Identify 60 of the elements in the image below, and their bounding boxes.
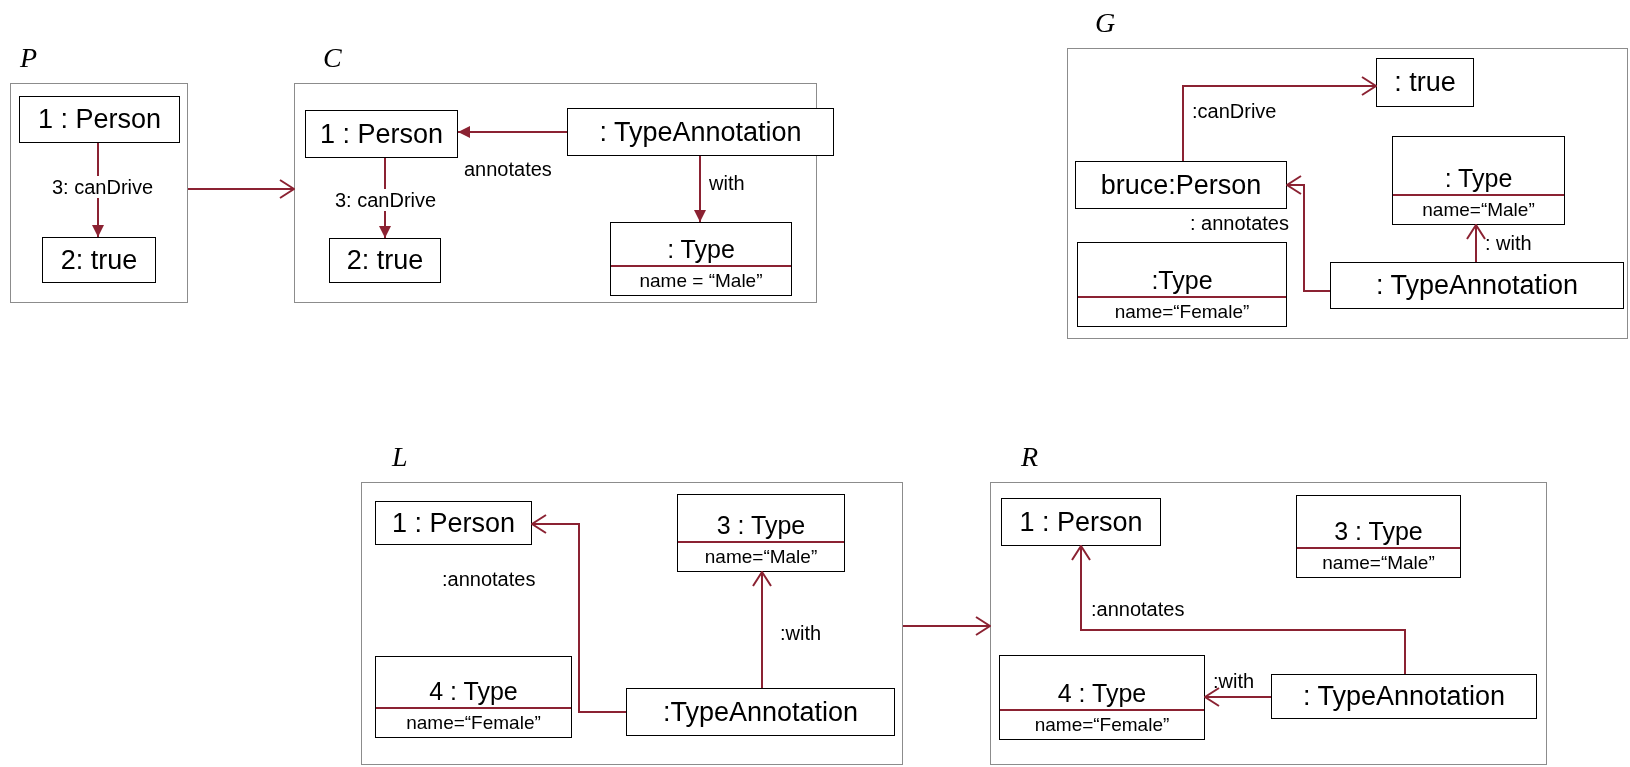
attribute-text: name=“Female” — [405, 711, 542, 736]
object-box: : true — [1376, 58, 1474, 107]
class-object-box — [677, 494, 845, 572]
edge-label: : annotates — [1189, 212, 1290, 234]
class-object-box — [999, 655, 1205, 740]
edge-label: :annotates — [441, 568, 537, 590]
object-box: 1 : Person — [305, 110, 458, 158]
edge-label: :canDrive — [1191, 100, 1278, 122]
attribute-text: name=“Male” — [703, 545, 819, 570]
object-box: 2: true — [42, 237, 156, 283]
class-object-box — [610, 222, 792, 296]
object-box: 1 : Person — [375, 501, 532, 545]
object-box: : TypeAnnotation — [1330, 262, 1624, 309]
attribute-text: name=“Female” — [1033, 713, 1171, 738]
object-name: 4 : Type — [376, 657, 571, 710]
object-name: : Type — [1393, 137, 1564, 197]
frame-title: G — [1095, 9, 1116, 37]
frame-title: L — [392, 443, 408, 471]
edge-label: :with — [1212, 670, 1256, 692]
object-name: 3 : Type — [678, 495, 844, 544]
object-box: : TypeAnnotation — [567, 108, 834, 156]
association-arrow — [902, 616, 991, 636]
association-arrow — [1071, 545, 1406, 675]
frame-title: C — [323, 44, 342, 72]
object-name: : Type — [611, 223, 791, 268]
object-name: 4 : Type — [1000, 656, 1204, 712]
association-arrow — [1204, 687, 1272, 707]
attribute-text: name=“Male” — [1321, 551, 1436, 576]
association-arrow — [1182, 76, 1377, 162]
class-object-box — [1077, 242, 1287, 327]
edge-label: : with — [1484, 232, 1533, 254]
class-object-box — [1392, 136, 1565, 225]
object-box: : TypeAnnotation — [1271, 674, 1537, 719]
attribute-text: name=“Female” — [1113, 300, 1251, 325]
association-arrow — [187, 179, 295, 199]
association-arrow — [1466, 224, 1486, 263]
edge-label: 3: canDrive — [50, 176, 156, 198]
edge-label: annotates — [463, 158, 553, 180]
association-arrow — [752, 571, 772, 689]
edge-label: 3: canDrive — [333, 189, 439, 211]
association-arrow — [457, 126, 568, 138]
object-box: 1 : Person — [1001, 498, 1161, 546]
frame-title: R — [1021, 443, 1039, 471]
attribute-text: name=“Male” — [1421, 198, 1536, 223]
object-box: 1 : Person — [19, 96, 180, 143]
class-object-box — [375, 656, 572, 738]
attribute-text: name = “Male” — [638, 269, 764, 294]
class-object-box — [1296, 495, 1461, 578]
edge-label: with — [708, 172, 746, 194]
object-name: :Type — [1078, 243, 1286, 299]
association-arrow — [1286, 175, 1331, 292]
edge-label: :with — [779, 622, 823, 644]
object-box: bruce:Person — [1075, 161, 1287, 209]
association-arrow — [531, 514, 627, 713]
frame-title: P — [20, 44, 38, 72]
object-box: 2: true — [329, 238, 441, 283]
edge-label: :annotates — [1090, 598, 1186, 620]
association-arrow — [694, 155, 706, 223]
object-box: :TypeAnnotation — [626, 688, 895, 736]
object-name: 3 : Type — [1297, 496, 1460, 550]
